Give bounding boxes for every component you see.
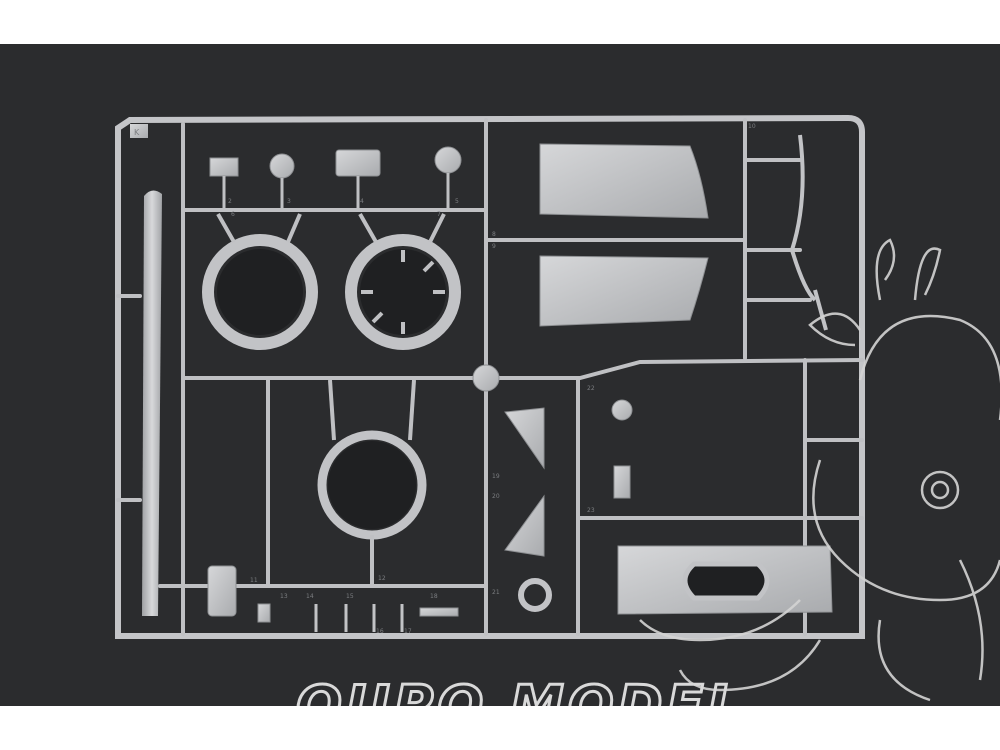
- svg-text:22: 22: [587, 385, 595, 392]
- svg-text:15: 15: [346, 593, 354, 600]
- svg-text:12: 12: [378, 575, 386, 582]
- triangle-parts: [504, 407, 545, 557]
- ring-part-left: [202, 213, 318, 350]
- part-number-tags: 2 3 4 5 6 7 8 9 10 11 12 13 14 15 16 17 …: [228, 123, 756, 635]
- barrel-rod: [142, 190, 162, 616]
- frame-letter-tab: K: [130, 124, 148, 138]
- svg-text:18: 18: [430, 593, 438, 600]
- watermark-octopus: [639, 238, 1000, 702]
- svg-text:23: 23: [587, 507, 595, 514]
- svg-text:5: 5: [455, 198, 459, 205]
- small-parts-top: [209, 146, 462, 210]
- svg-text:8: 8: [492, 231, 496, 238]
- svg-text:4: 4: [360, 198, 364, 205]
- armor-plate-upper: [539, 143, 709, 219]
- armor-plate-lower: [539, 255, 709, 327]
- linkage-parts: [789, 134, 828, 331]
- sprue-frame: [115, 114, 865, 639]
- small-gear: [611, 399, 633, 421]
- svg-text:19: 19: [492, 473, 500, 480]
- svg-text:2: 2: [228, 198, 232, 205]
- svg-text:20: 20: [492, 493, 500, 500]
- svg-text:16: 16: [376, 628, 384, 635]
- svg-text:10: 10: [748, 123, 756, 130]
- svg-text:17: 17: [404, 628, 412, 635]
- center-hub: [472, 364, 500, 392]
- svg-text:7: 7: [437, 211, 441, 218]
- svg-text:14: 14: [306, 593, 314, 600]
- hatch-plate: [617, 545, 833, 615]
- small-bracket: [613, 465, 631, 499]
- sprue-photo: K: [0, 44, 1000, 706]
- small-parts-bottom: [207, 565, 459, 632]
- small-ring: [518, 578, 552, 612]
- svg-text:3: 3: [287, 198, 291, 205]
- ring-part-bottom: [317, 379, 427, 586]
- svg-text:6: 6: [231, 211, 235, 218]
- sprue-illustration: K: [115, 114, 1000, 706]
- svg-text:9: 9: [492, 243, 496, 250]
- ring-part-right: [345, 213, 461, 350]
- watermark-text: OUPO MODEL: [296, 674, 746, 706]
- svg-text:11: 11: [250, 577, 258, 584]
- svg-text:13: 13: [280, 593, 288, 600]
- svg-text:21: 21: [492, 589, 500, 596]
- svg-text:K: K: [134, 128, 140, 137]
